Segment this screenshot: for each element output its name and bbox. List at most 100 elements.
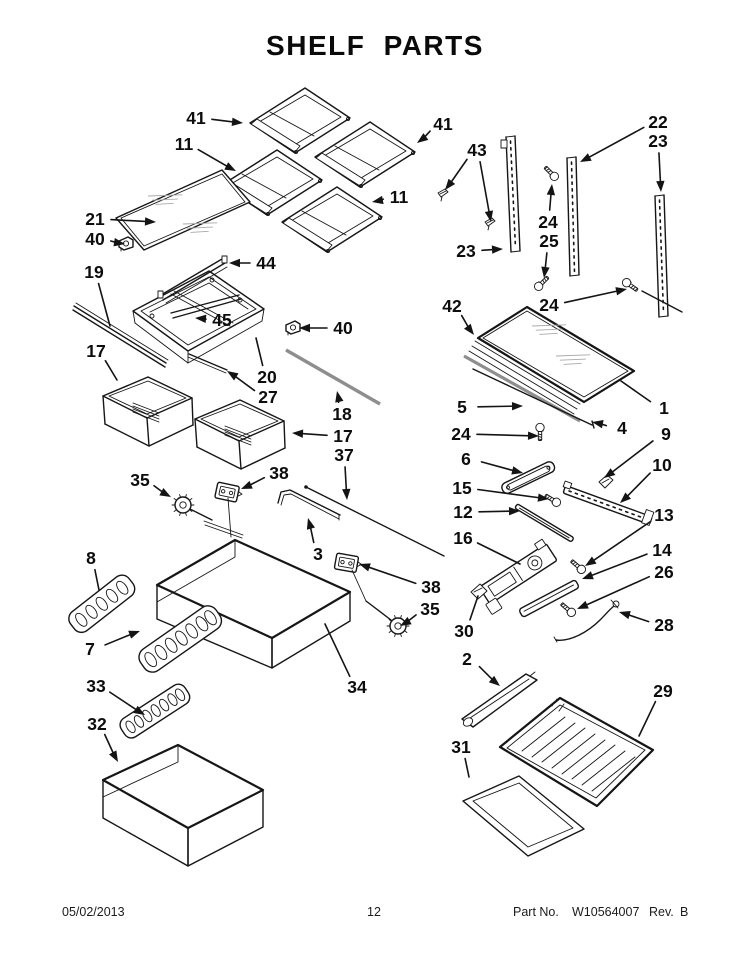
part-31-trim-frame — [462, 775, 585, 857]
callout-16: 16 — [453, 528, 521, 565]
part-13-screw — [568, 557, 588, 576]
callout-11: 11 — [175, 134, 236, 171]
leader-line-13 — [590, 520, 652, 563]
part-19-trim-rail — [72, 302, 169, 368]
leader-line-23 — [658, 152, 662, 185]
callout-label-27: 27 — [258, 387, 277, 407]
callout-label-38: 38 — [421, 577, 441, 597]
arrowhead-33 — [133, 705, 145, 715]
callout-24: 24 — [451, 424, 539, 444]
callout-label-26: 26 — [654, 562, 674, 582]
rail-under-bracket — [203, 520, 244, 539]
part-23-mounting-rail-left — [500, 135, 521, 253]
leader-line-37 — [344, 466, 348, 493]
arrowhead-32 — [109, 750, 118, 762]
arrowhead-38 — [241, 480, 253, 489]
arrowhead-11 — [224, 162, 236, 171]
arrowhead-7 — [128, 630, 140, 639]
callout-label-37: 37 — [334, 445, 353, 465]
leader-line-28 — [625, 613, 650, 623]
callout-label-25: 25 — [539, 231, 559, 251]
leader-line-24 — [476, 433, 532, 437]
callout-43: 43 — [445, 140, 494, 222]
wire-bracket-right — [351, 569, 367, 602]
callout-1: 1 — [620, 380, 669, 418]
footer-date: 05/02/2013 — [62, 905, 125, 919]
callout-label-9: 9 — [661, 424, 671, 444]
arrowhead-42 — [464, 323, 474, 335]
footer-page-number: 12 — [367, 905, 381, 919]
arrowhead-25 — [541, 266, 550, 278]
part-45-glide-rail — [170, 294, 242, 319]
callout-label-43: 43 — [467, 140, 487, 160]
arrowhead-13 — [585, 556, 597, 566]
callout-label-8: 8 — [86, 548, 96, 568]
arrowhead-38 — [359, 563, 371, 572]
callout-label-33: 33 — [86, 676, 106, 696]
callout-27: 27 — [227, 371, 278, 407]
callout-label-10: 10 — [652, 455, 672, 475]
footer-rev-value: B — [680, 905, 688, 919]
arrowhead-24 — [546, 184, 556, 196]
part-37-rod — [304, 485, 445, 557]
part-10-slide-rail — [562, 480, 655, 526]
footer-part-no-label: Part No. — [513, 905, 559, 919]
part-33-slotted-panel — [119, 683, 191, 739]
callout-label-23: 23 — [456, 241, 476, 261]
part-6-support-bracket — [501, 461, 556, 495]
part-17-crisper-bin-left — [102, 376, 194, 447]
part-32-wire-basket-lower — [101, 743, 265, 867]
part-14-rod — [519, 579, 580, 618]
leader-line-30 — [469, 595, 479, 621]
callout-label-2: 2 — [462, 649, 472, 669]
arrowhead-14 — [582, 571, 594, 580]
callout-17: 17 — [292, 426, 353, 446]
callout-35: 35 — [400, 599, 440, 626]
callout-18: 18 — [332, 391, 352, 424]
arrowhead-6 — [511, 466, 523, 475]
callout-35: 35 — [130, 470, 171, 497]
arrowhead-24 — [527, 431, 539, 440]
arrowhead-37 — [342, 488, 351, 500]
callout-label-12: 12 — [453, 502, 473, 522]
part-1-glass-shelf — [476, 305, 636, 404]
leader-line-19 — [97, 282, 111, 327]
part-18-rod — [285, 348, 381, 406]
arrowhead-15 — [537, 493, 549, 502]
arrowhead-35 — [400, 616, 412, 626]
arrowhead-5 — [511, 401, 523, 411]
arrowhead-21 — [144, 217, 156, 226]
footer-rev-label: Rev. — [649, 905, 674, 919]
callout-40: 40 — [85, 229, 125, 249]
callout-label-14: 14 — [652, 540, 672, 560]
arrowhead-43 — [445, 178, 456, 190]
leader-line-17 — [299, 432, 328, 437]
callout-41: 41 — [417, 114, 453, 143]
part-25-screw — [532, 273, 552, 293]
callout-41: 41 — [186, 108, 243, 128]
arrowhead-27 — [227, 371, 239, 381]
footer-part-number: W10564007 — [572, 905, 639, 919]
leader-line-6 — [480, 461, 517, 472]
arrowhead-17 — [292, 429, 304, 438]
callout-20: 20 — [255, 337, 277, 387]
part-15-screw — [542, 491, 563, 509]
arrowhead-35 — [159, 488, 171, 497]
part-35-gear-right — [365, 600, 410, 638]
callout-label-38: 38 — [269, 463, 289, 483]
leader-line-5 — [477, 405, 516, 408]
callout-label-4: 4 — [617, 418, 627, 438]
callout-label-20: 20 — [257, 367, 277, 387]
callout-14: 14 — [582, 540, 672, 580]
leader-line-21 — [110, 218, 149, 223]
callout-29: 29 — [638, 681, 673, 737]
leader-line-38 — [365, 565, 417, 585]
callout-label-11: 11 — [175, 134, 194, 154]
callout-32: 32 — [87, 714, 118, 762]
callout-label-3: 3 — [313, 544, 323, 564]
arrowhead-45 — [195, 314, 207, 324]
leader-line-15 — [477, 488, 542, 499]
callout-15: 15 — [452, 478, 549, 502]
wire-bracket-left — [227, 497, 232, 538]
